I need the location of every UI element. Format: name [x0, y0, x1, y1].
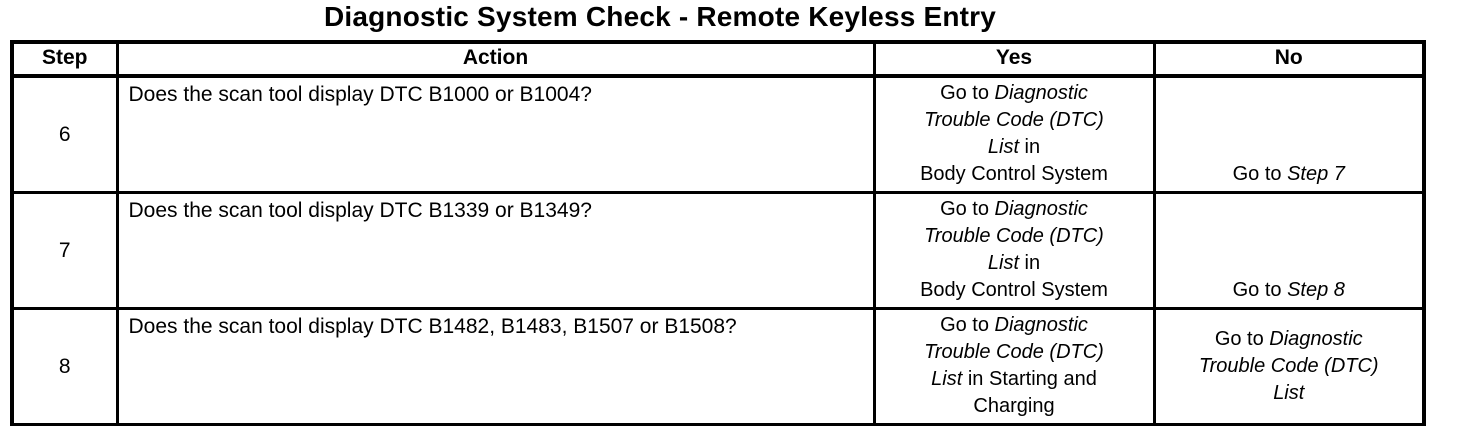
action-cell: Does the scan tool display DTC B1339 or … — [115, 191, 876, 310]
text-segment: in Starting and Charging — [967, 368, 1097, 417]
text-segment: Go to — [940, 82, 995, 104]
text-segment: in Body Control System — [920, 252, 1108, 301]
table-row: 7 Does the scan tool display DTC B1339 o… — [10, 191, 1426, 310]
step-cell: 6 — [10, 74, 119, 194]
text-segment: Go to — [1214, 327, 1270, 350]
diagnostic-table: Step Action Yes No 6 Does the scan tool … — [10, 40, 1426, 426]
column-header-no: No — [1152, 40, 1426, 78]
header-row: Step Action Yes No — [10, 40, 1426, 78]
italic-reference: Step 8 — [1287, 279, 1345, 301]
italic-reference: Diagnostic Trouble Code (DTC) List — [924, 198, 1104, 274]
step-cell: 7 — [10, 191, 119, 310]
yes-cell: Go to Diagnostic Trouble Code (DTC) List… — [872, 307, 1156, 426]
no-cell: Go to Step 8 — [1152, 191, 1426, 310]
italic-reference: Diagnostic Trouble Code (DTC) List — [924, 314, 1104, 390]
italic-reference: Step 7 — [1287, 163, 1345, 185]
column-header-action: Action — [115, 40, 876, 78]
table-row: 6 Does the scan tool display DTC B1000 o… — [10, 74, 1426, 194]
text-segment: Go to — [1232, 163, 1288, 185]
no-cell: Go to Diagnostic Trouble Code (DTC) List — [1152, 307, 1426, 426]
column-header-step: Step — [10, 40, 119, 78]
step-cell: 8 — [10, 307, 119, 426]
italic-reference: Diagnostic Trouble Code (DTC) List — [1198, 327, 1379, 404]
action-cell: Does the scan tool display DTC B1482, B1… — [115, 307, 876, 426]
no-cell: Go to Step 7 — [1152, 74, 1426, 194]
text-segment: in Body Control System — [920, 136, 1108, 185]
text-segment: Go to — [940, 198, 995, 220]
italic-reference: Diagnostic Trouble Code (DTC) List — [924, 82, 1104, 158]
text-segment: Go to — [940, 314, 995, 336]
yes-cell: Go to Diagnostic Trouble Code (DTC) List… — [872, 74, 1156, 194]
table-row: 8 Does the scan tool display DTC B1482, … — [10, 307, 1426, 426]
action-cell: Does the scan tool display DTC B1000 or … — [115, 74, 876, 194]
text-segment: Go to — [1232, 279, 1288, 301]
page-title: Diagnostic System Check - Remote Keyless… — [323, 1, 997, 32]
column-header-yes: Yes — [872, 40, 1156, 78]
yes-cell: Go to Diagnostic Trouble Code (DTC) List… — [872, 191, 1156, 310]
